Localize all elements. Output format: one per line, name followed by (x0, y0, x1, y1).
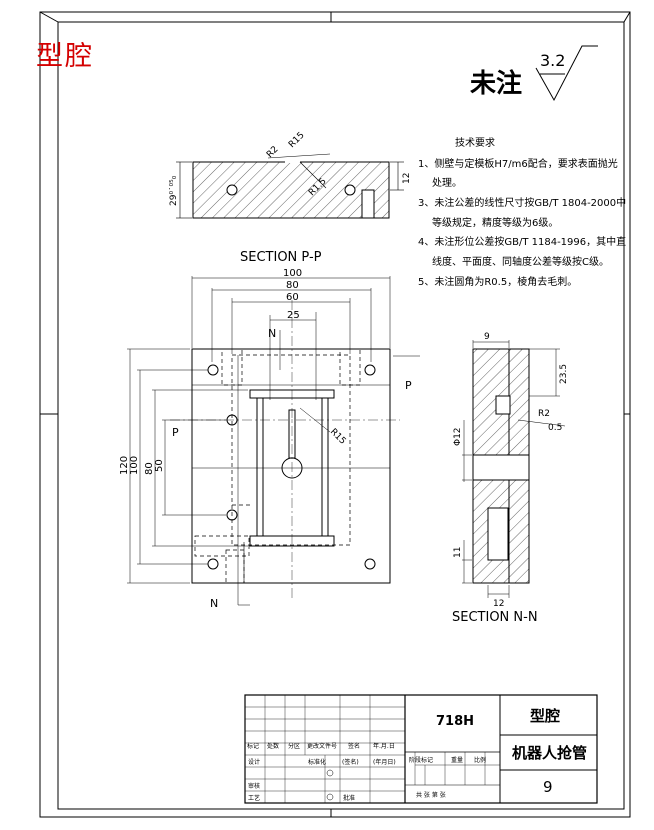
roughness-label: 未注 (470, 68, 522, 99)
header-label: 分区 (288, 742, 300, 750)
title-block (244, 694, 598, 804)
approve-label: 批准 (343, 794, 355, 802)
title-part-name: 型腔 (530, 707, 560, 725)
cut-label-n-bottom: N (210, 597, 218, 610)
pp-dim-r15: R15 (287, 131, 307, 151)
notes-line-4: 等级规定，精度等级为6级。 (432, 216, 558, 229)
title-material: 718H (436, 714, 474, 729)
std-label: 标准化 (308, 758, 326, 766)
plan-dim-r15: R15 (328, 427, 348, 447)
nn-dim-phi12: Φ12 (453, 427, 463, 446)
sheet-total-label: 共 张 第 张 (416, 791, 446, 799)
section-nn-view (462, 340, 566, 598)
nn-dim-11: 11 (453, 547, 463, 558)
header-label: 签名 (348, 742, 360, 750)
nn-dim-r2: R2 (538, 409, 550, 419)
stage-label: 比例 (474, 756, 486, 764)
section-pp-title: SECTION P-P (240, 250, 322, 265)
notes-heading: 技术要求 (455, 136, 495, 149)
nn-dim-12b: 12 (493, 599, 504, 609)
header-label: 年.月.日 (373, 742, 395, 750)
header-label: 处数 (267, 742, 279, 750)
notes-line-2: 处理。 (432, 177, 462, 189)
stage-label: 阶段标记 (409, 756, 433, 764)
title-header-labels: 标记 处数 分区 更改文件号 签名 年.月.日 (247, 742, 395, 750)
pp-dim-12: 12 (402, 173, 412, 184)
title-drawing-name: 机器人抢管 (512, 744, 587, 762)
plan-dim-60: 60 (286, 292, 299, 303)
plan-dim-80v: 80 (144, 462, 155, 475)
nn-dim-0-5: 0.5 (548, 423, 562, 433)
sheet-border (39, 11, 631, 818)
plan-dim-80: 80 (286, 280, 299, 291)
roughness-value: 3.2 (540, 51, 565, 70)
sig-label: (签名) (342, 758, 359, 766)
plan-dim-50v: 50 (154, 459, 165, 472)
notes-line-7: 5、未注圆角为R0.5，棱角去毛刺。 (418, 275, 577, 288)
notes-line-3: 3、未注公差的线性尺寸按GB/T 1804-2000中 (418, 196, 626, 209)
section-nn-title: SECTION N-N (452, 610, 538, 625)
header-label: 标记 (247, 742, 259, 750)
technical-notes: 技术要求 1、侧壁与定模板H7/m6配合，要求表面抛光 处理。 3、未注公差的线… (418, 136, 626, 288)
cut-label-p-right: P (405, 379, 412, 392)
plan-dim-25: 25 (287, 310, 300, 321)
plan-dim-100v: 100 (129, 456, 140, 475)
notes-line-1: 1、侧壁与定模板H7/m6配合，要求表面抛光 (418, 157, 618, 170)
cut-label-p-left: P (172, 426, 179, 439)
plan-view (127, 276, 420, 606)
title-sheet-number: 9 (543, 778, 553, 796)
date-label: (年月日) (373, 758, 396, 766)
cut-label-n-top: N (268, 327, 276, 340)
nn-dim-23-5: 23.5 (559, 364, 569, 384)
row-label-review: 审核 (248, 782, 260, 790)
nn-dim-9: 9 (484, 332, 490, 342)
plan-dim-120: 120 (119, 456, 130, 475)
section-pp-view: R2 R15 R1.5 12 29⁰˙⁰⁵₀ (169, 131, 412, 219)
corner-title: 型腔 (36, 41, 94, 72)
row-label-process: 工艺 (248, 794, 260, 802)
stage-label: 重量 (451, 756, 463, 764)
notes-line-6: 线度、平面度、同轴度公差等级按C级。 (432, 255, 609, 268)
plan-dim-100: 100 (283, 268, 302, 279)
roughness-symbol (535, 45, 598, 102)
pp-dim-tolerance: 29⁰˙⁰⁵₀ (169, 175, 179, 206)
notes-line-5: 4、未注形位公差按GB/T 1184-1996，其中直 (418, 235, 626, 248)
header-label: 更改文件号 (307, 742, 337, 750)
row-label-design: 设计 (248, 758, 260, 766)
pp-dim-r2: R2 (265, 145, 281, 161)
